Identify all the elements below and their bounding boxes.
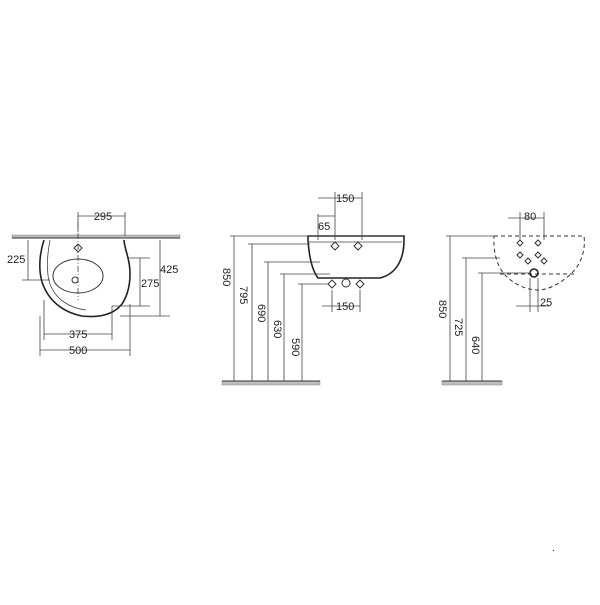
dim-label-150-top: 150 bbox=[336, 193, 354, 205]
dim-side-150-top: 150 bbox=[318, 192, 363, 240]
front-wall-strip bbox=[11, 234, 181, 239]
dim-label-640: 640 bbox=[469, 336, 481, 354]
dim-label-590: 590 bbox=[289, 338, 301, 356]
dim-label-150-bottom: 150 bbox=[336, 301, 354, 313]
dim-label-690: 690 bbox=[255, 304, 267, 322]
rear-floor bbox=[441, 380, 503, 386]
dim-rear-725: 725 bbox=[452, 257, 500, 381]
dim-label-65: 65 bbox=[318, 221, 330, 233]
dim-label-rear-850: 850 bbox=[436, 300, 448, 318]
front-basin-outline bbox=[39, 239, 131, 318]
rear-view: 80 25 850 725 640 bbox=[436, 211, 585, 386]
dim-label-375: 375 bbox=[69, 329, 87, 341]
dim-rear-80: 80 bbox=[508, 211, 545, 240]
dim-label-795: 795 bbox=[237, 286, 249, 304]
front-view: 295 225 425 275 375 bbox=[7, 211, 181, 357]
dim-label-850: 850 bbox=[220, 268, 232, 286]
dim-label-225: 225 bbox=[7, 254, 25, 266]
front-bowl bbox=[52, 258, 104, 294]
dim-front-375: 375 bbox=[43, 300, 113, 341]
dim-label-275: 275 bbox=[141, 278, 159, 290]
front-basin-rim bbox=[46, 239, 87, 311]
side-floor bbox=[221, 380, 321, 386]
dim-rear-640: 640 bbox=[469, 272, 530, 381]
dim-front-225: 225 bbox=[7, 240, 50, 281]
dim-rear-25: 25 bbox=[516, 278, 552, 312]
side-basin-outline bbox=[307, 235, 405, 279]
front-drain bbox=[71, 276, 79, 284]
dim-side-795: 795 bbox=[237, 243, 310, 381]
dim-front-275: 275 bbox=[112, 257, 159, 307]
side-view: 150 65 150 850 795 690 bbox=[220, 192, 405, 386]
dim-label-425: 425 bbox=[160, 264, 178, 276]
dim-side-590: 590 bbox=[289, 283, 328, 381]
dim-side-65: 65 bbox=[317, 214, 335, 240]
dim-side-690: 690 bbox=[255, 261, 320, 381]
dim-front-425: 425 bbox=[120, 240, 178, 317]
side-fixing-hole-2 bbox=[353, 241, 363, 251]
side-drain bbox=[327, 278, 365, 289]
rear-basin-outline bbox=[493, 235, 585, 291]
dim-label-725: 725 bbox=[452, 318, 464, 336]
dim-side-850: 850 bbox=[220, 235, 404, 381]
dim-front-295: 295 bbox=[77, 211, 126, 236]
dim-rear-850: 850 bbox=[436, 235, 494, 381]
dim-label-500: 500 bbox=[69, 345, 87, 357]
dim-side-150-bottom: 150 bbox=[322, 290, 361, 313]
side-fixing-hole-1 bbox=[330, 241, 340, 251]
rear-fixing-holes bbox=[516, 239, 548, 265]
dim-label-295: 295 bbox=[94, 211, 112, 223]
rear-drain bbox=[529, 268, 539, 278]
footer-mark: . bbox=[552, 542, 555, 554]
dim-label-25: 25 bbox=[540, 297, 552, 309]
dim-label-630: 630 bbox=[271, 320, 283, 338]
dim-label-80: 80 bbox=[524, 211, 536, 223]
dim-front-500: 500 bbox=[39, 304, 131, 357]
dim-side-630: 630 bbox=[271, 273, 330, 381]
